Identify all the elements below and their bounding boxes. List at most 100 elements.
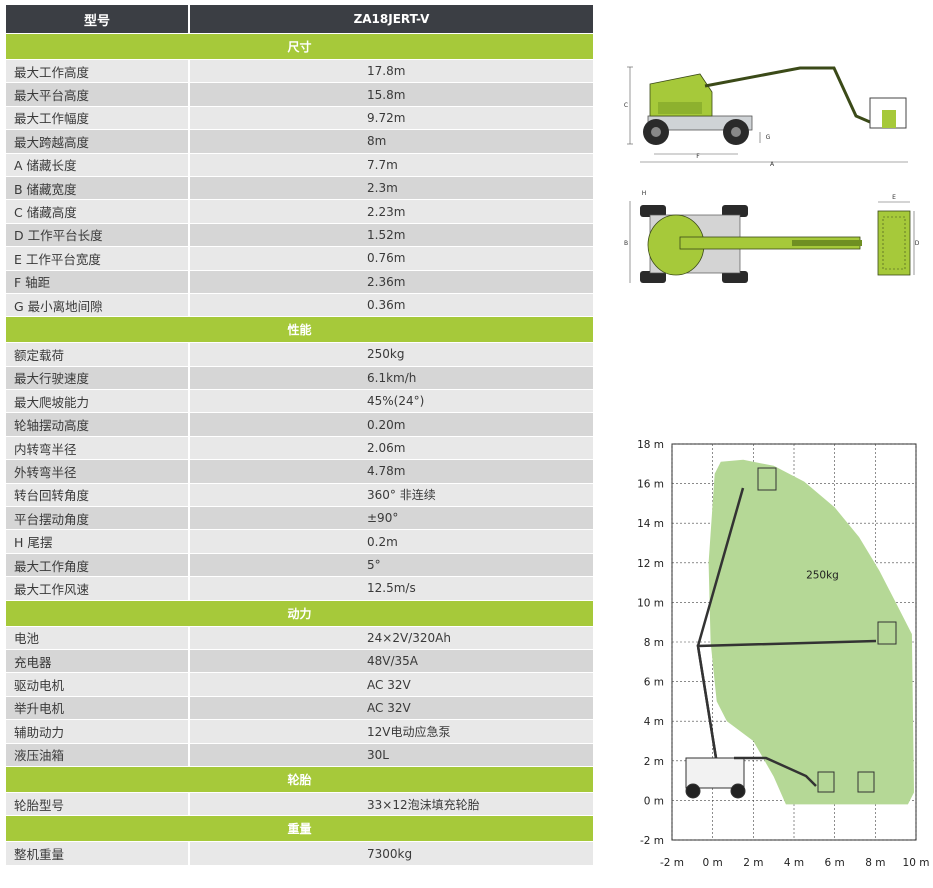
x-tick-label: 2 m <box>743 857 763 869</box>
model-label: 型号 <box>6 5 188 33</box>
y-tick-label: 4 m <box>644 716 664 728</box>
spec-value: 2.23m <box>190 200 593 223</box>
x-tick-label: 10 m <box>903 857 930 869</box>
spec-value: 12V电动应急泵 <box>190 720 593 743</box>
spec-key: 液压油箱 <box>6 743 188 766</box>
spec-key: 额定载荷 <box>6 343 188 366</box>
work-envelope-area <box>708 459 914 805</box>
spec-key: 平台摆动角度 <box>6 507 188 530</box>
spec-value: 2.06m <box>190 436 593 460</box>
y-tick-label: 18 m <box>637 439 664 451</box>
spec-value: 7.7m <box>190 153 593 176</box>
y-tick-label: 14 m <box>637 518 664 530</box>
spec-value: AC 32V <box>190 696 593 720</box>
section-header: 重量 <box>6 816 593 842</box>
spec-value: 24×2V/320Ah <box>190 626 593 649</box>
spec-key: 转台回转角度 <box>6 483 188 507</box>
front-hub <box>651 127 661 137</box>
spec-value: 7300kg <box>190 842 593 865</box>
spec-key: 最大跨越高度 <box>6 130 188 153</box>
machine-wheel-rear <box>730 783 746 799</box>
dim-label-b: B <box>624 240 628 247</box>
spec-key: A 储藏长度 <box>6 153 188 176</box>
y-tick-label: 2 m <box>644 756 664 768</box>
machine-body <box>685 757 745 789</box>
spec-value: 0.76m <box>190 247 593 270</box>
spec-value: 17.8m <box>190 60 593 83</box>
spec-value: 1.52m <box>190 223 593 247</box>
spec-key: 外转弯半径 <box>6 460 188 483</box>
spec-key: C 储藏高度 <box>6 200 188 223</box>
y-tick-label: 16 m <box>637 479 664 491</box>
spec-value: 360° 非连续 <box>190 483 593 507</box>
spec-value: 12.5m/s <box>190 577 593 600</box>
x-tick-label: 0 m <box>703 857 723 869</box>
platform-rail <box>882 216 906 270</box>
spec-value: 48V/35A <box>190 649 593 673</box>
spec-value: 4.78m <box>190 460 593 483</box>
model-value: ZA18JERT-V <box>190 5 593 33</box>
spec-key: 举升电机 <box>6 696 188 720</box>
spec-key: 最大爬坡能力 <box>6 390 188 413</box>
spec-value: 0.36m <box>190 293 593 317</box>
spec-value: 15.8m <box>190 83 593 106</box>
platform-pose-low-1 <box>817 771 835 793</box>
spec-value: 8m <box>190 130 593 153</box>
boom-shape <box>704 66 871 124</box>
section-header: 性能 <box>6 317 593 343</box>
machine-poses <box>685 467 897 799</box>
spec-key: 最大工作幅度 <box>6 106 188 130</box>
y-tick-label: 0 m <box>644 795 664 807</box>
x-tick-label: 6 m <box>825 857 845 869</box>
spec-key: E 工作平台宽度 <box>6 247 188 270</box>
wheel-fr <box>722 205 748 217</box>
spec-key: H 尾摆 <box>6 530 188 553</box>
section-header: 轮胎 <box>6 766 593 792</box>
dim-label-c: C <box>624 102 628 109</box>
spec-value: 9.72m <box>190 106 593 130</box>
spec-key: 最大行驶速度 <box>6 366 188 390</box>
spec-key: 辅助动力 <box>6 720 188 743</box>
table-header-row: 型号 ZA18JERT-V <box>6 5 593 33</box>
spec-key: D 工作平台长度 <box>6 223 188 247</box>
spec-key: 最大工作高度 <box>6 60 188 83</box>
envelope-load-label: 250kg <box>806 570 839 582</box>
dim-label-e: E <box>892 194 896 201</box>
spec-key: 轮胎型号 <box>6 792 188 816</box>
spec-value: ±90° <box>190 507 593 530</box>
y-tick-label: 10 m <box>637 597 664 609</box>
dim-label-a: A <box>770 161 775 168</box>
y-tick-label: -2 m <box>640 835 664 847</box>
x-tick-label: -2 m <box>660 857 684 869</box>
spec-key: 轮轴摆动高度 <box>6 413 188 436</box>
spec-value: 5° <box>190 553 593 577</box>
wheel-rr <box>722 271 748 283</box>
spec-value: 6.1km/h <box>190 366 593 390</box>
spec-key: 整机重量 <box>6 842 188 865</box>
platform-pose-high <box>757 467 777 491</box>
spec-key: 最大平台高度 <box>6 83 188 106</box>
spec-key: 最大工作角度 <box>6 553 188 577</box>
platform-pose-mid <box>877 621 897 645</box>
